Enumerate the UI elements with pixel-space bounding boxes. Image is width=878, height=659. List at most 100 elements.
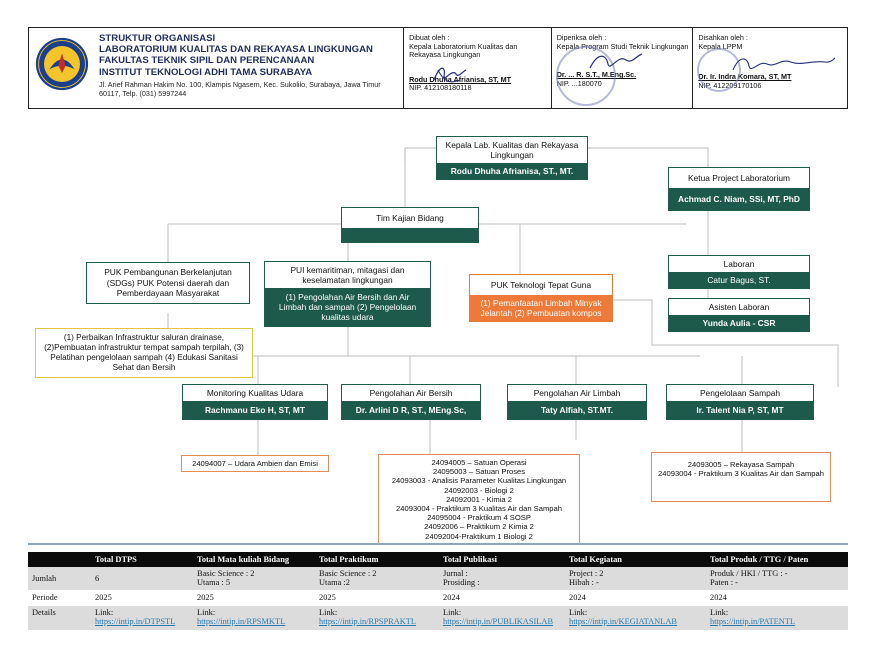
table-row: Periode 2025 2025 2025 2024 2024 2024 (28, 589, 848, 606)
section-divider (28, 543, 848, 545)
pui-detail: (1) Pengolahan Air Bersih dan Air Limbah… (265, 288, 430, 326)
approved-by-name: Dr. Ir. Indra Komara, ST, MT (698, 72, 792, 82)
header-title-3: FAKULTAS TEKNIK SIPIL DAN PERENCANAAN (99, 55, 315, 67)
table-header: Total Produk / TTG / Paten (706, 552, 848, 567)
table-header: Total Publikasi (439, 552, 565, 567)
unit-air-limbah-box: Pengolahan Air Limbah Taty Alfiah, ST.MT… (507, 384, 647, 420)
unit-udara-box: Monitoring Kualitas Udara Rachmanu Eko H… (182, 384, 328, 420)
unit-sampah-title: Pengelolaan Sampah (699, 388, 781, 398)
table-cell: 2024 (439, 589, 565, 606)
table-header-row: Total DTPS Total Mata kuliah Bidang Tota… (28, 552, 848, 567)
laboran-name: Catur Bagus, ST. (669, 272, 809, 288)
kajian-box: Tim Kajian Bidang (341, 207, 479, 243)
puk-ttg-box: PUK Teknologi Tepat Guna (1) Pemanfaatan… (469, 274, 613, 322)
course-item: 24093005 – Rekayasa Sampah (687, 460, 795, 469)
laboran-title: Laboran (723, 259, 755, 269)
table-header: Total Praktikum (315, 552, 439, 567)
unit-air-bersih-name: Dr. Arlini D R, ST., MEng.Sc, (342, 401, 480, 419)
details-cell: Link: https://intip.in/RPSPRAKTL (315, 605, 439, 630)
puk-sdg-box: PUK Pembangunan Berkelanjutan (SDGs) PUK… (86, 262, 250, 304)
header-title-2: LABORATORIUM KUALITAS DAN REKAYASA LINGK… (99, 44, 373, 56)
courses-sampah-note: 24093005 – Rekayasa Sampah 24093004 - Pr… (651, 452, 831, 502)
unit-air-bersih-box: Pengolahan Air Bersih Dr. Arlini D R, ST… (341, 384, 481, 420)
link-prefix: Link: (569, 607, 588, 617)
course-item: 24093004 - Praktikum 3 Kualitas Air dan … (658, 469, 824, 478)
approved-by-role: Kepala LPPM (698, 41, 743, 51)
course-item: 24092006 – Praktikum 2 Kimia 2 (424, 522, 534, 532)
table-cell: 2025 (91, 589, 193, 606)
table-cell: 6 (91, 567, 193, 590)
header-main: STRUKTUR ORGANISASI LABORATORIUM KUALITA… (29, 28, 405, 108)
link-prefix: Link: (95, 607, 114, 617)
table-header: Total Mata kuliah Bidang (193, 552, 315, 567)
course-item: 24093003 - Analisis Parameter Kualitas L… (391, 476, 567, 486)
asisten-box: Asisten Laboran Yunda Aulia - CSR (668, 298, 810, 332)
unit-sampah-box: Pengelolaan Sampah Ir. Talent Nia P, ST,… (666, 384, 814, 420)
unit-udara-name: Rachmanu Eko H, ST, MT (183, 401, 327, 419)
puk-ttg-title: PUK Teknologi Tepat Guna (490, 280, 592, 290)
course-item: 24095004 - Praktikum 4 SOSP (427, 513, 531, 523)
puk-sdg-title: PUK Pembangunan Berkelanjutan (SDGs) PUK… (104, 267, 232, 299)
link-prefix: Link: (710, 607, 729, 617)
approved-by-label: Disahkan oleh : (698, 33, 748, 42)
asisten-title: Asisten Laboran (708, 302, 770, 312)
table-cell: Project : 2 Hibah : - (565, 567, 706, 590)
kajian-title: Tim Kajian Bidang (376, 213, 444, 223)
publikasi-link[interactable]: https://intip.in/PUBLIKASILAB (443, 617, 554, 627)
table-cell: Periode (28, 589, 91, 606)
courses-udara-note: 24094007 – Udara Ambien dan Emisi (181, 455, 329, 472)
table-cell: 2024 (565, 589, 706, 606)
pui-box: PUI kemaritiman, mitagasi dan keselamata… (264, 261, 431, 327)
stamp-image (555, 46, 616, 106)
pui-title: PUI kemaritiman, mitagasi dan keselamata… (290, 265, 405, 285)
dtps-link[interactable]: https://intip.in/DTPSTL (95, 617, 176, 627)
summary-table: Total DTPS Total Mata kuliah Bidang Tota… (28, 552, 848, 630)
made-by-nip: NIP. 412108180118 (409, 83, 472, 93)
header-text: STRUKTUR ORGANISASI LABORATORIUM KUALITA… (89, 33, 397, 103)
details-cell: Link:https://intip.in/RPSMKTL (193, 605, 315, 630)
head-of-lab-box: Kepala Lab. Kualitas dan Rekayasa Lingku… (436, 136, 588, 180)
unit-udara-title: Monitoring Kualitas Udara (206, 388, 304, 398)
project-lead-box: Ketua Project Laboratorium Achmad C. Nia… (668, 167, 810, 211)
made-by-label: Dibuat oleh : (409, 33, 450, 42)
course-item: 24092001 - Kimia 2 (446, 494, 512, 504)
link-prefix: Link: (443, 607, 462, 617)
paten-link[interactable]: https://intip.in/PATENTL (710, 617, 796, 627)
asisten-name: Yunda Aulia - CSR (669, 315, 809, 331)
institute-logo (35, 37, 89, 91)
made-by-role: Kepala Laboratorium Kualitas dan Rekayas… (409, 41, 518, 60)
sdg-program-note: (1) Perbaikan Infrastruktur saluran drai… (35, 328, 253, 378)
details-cell: Link:https://intip.in/DTPSTL (91, 605, 193, 630)
unit-air-limbah-name: Taty Alfiah, ST.MT. (508, 401, 646, 419)
table-cell: 2025 (315, 589, 439, 606)
unit-air-bersih-title: Pengolahan Air Bersih (369, 388, 453, 398)
kajian-bar (342, 228, 478, 242)
details-cell: Link:https://intip.in/PUBLIKASILAB (439, 605, 565, 630)
details-cell: Link:https://intip.in/KEGIATANLAB (565, 605, 706, 630)
checked-by-label: Diperiksa oleh : (556, 33, 607, 42)
course-item: 24092003 - Biologi 2 (444, 485, 514, 495)
table-header: Total DTPS (91, 552, 193, 567)
table-cell: Basic Science : 2 Utama :2 (315, 567, 439, 590)
header-address: Jl. Arief Rahman Hakim No. 100, Klampis … (99, 79, 381, 98)
table-cell: Basic Science : 2 Utama : 5 (193, 567, 315, 590)
header-title-4: INSTITUT TEKNOLOGI ADHI TAMA SURABAYA (99, 66, 313, 78)
unit-air-limbah-title: Pengolahan Air Limbah (533, 388, 621, 398)
unit-sampah-name: Ir. Talent Nia P, ST, MT (667, 401, 813, 419)
puk-ttg-detail: (1) Pemanfaatan Limbah Minyak Jelantah (… (470, 295, 612, 321)
table-row: Details Link:https://intip.in/DTPSTL Lin… (28, 605, 848, 630)
rps-prak-link[interactable]: https://intip.in/RPSPRAKTL (319, 617, 417, 627)
rps-mk-link[interactable]: https://intip.in/RPSMKTL (197, 617, 286, 627)
course-item: 24095003 – Satuan Proses (432, 467, 526, 477)
link-prefix: Link: (319, 607, 338, 617)
checked-by-role: Kepala Program Studi Teknik Lingkungan (556, 41, 689, 51)
project-lead-name: Achmad C. Niam, SSi, MT, PhD (669, 188, 809, 210)
project-lead-title: Ketua Project Laboratorium (688, 173, 790, 183)
table-cell: Jumlah (28, 567, 91, 590)
course-item: 24094005 – Satuan Operasi (431, 458, 527, 467)
head-of-lab-title: Kepala Lab. Kualitas dan Rekayasa Lingku… (445, 140, 579, 160)
table-header: Total Kegiatan (565, 552, 706, 567)
details-cell: Link:https://intip.in/PATENTL (706, 605, 848, 630)
table-cell: 2025 (193, 589, 315, 606)
kegiatan-link[interactable]: https://intip.in/KEGIATANLAB (569, 617, 677, 627)
